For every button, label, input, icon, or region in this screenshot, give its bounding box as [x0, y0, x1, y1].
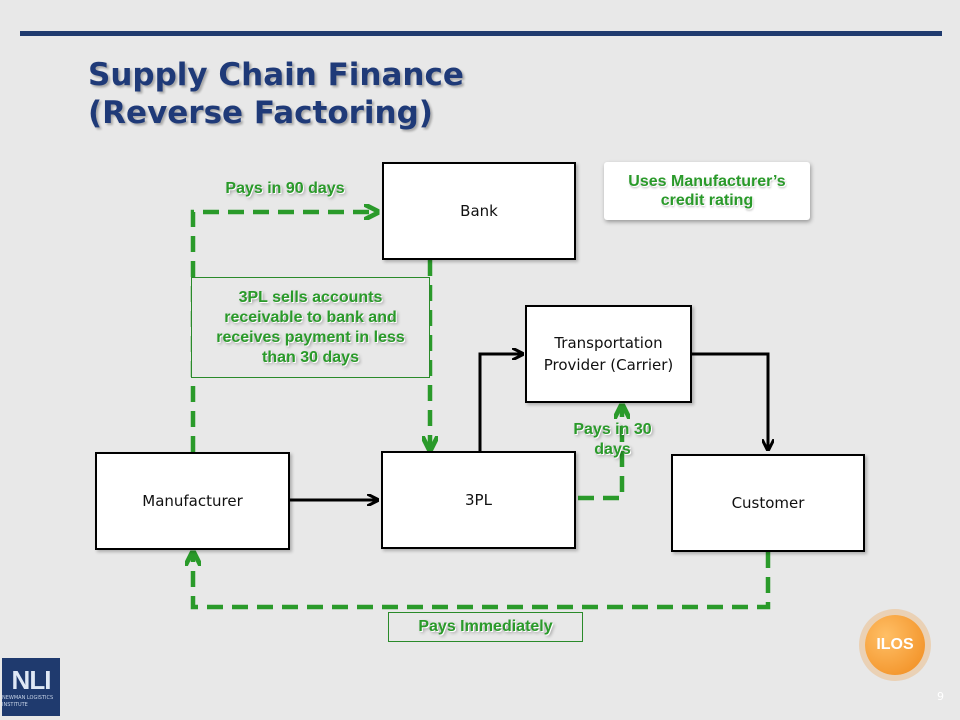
customer-node: Customer: [671, 454, 865, 552]
credit-rating-line-1: Uses Manufacturer’s: [628, 173, 786, 190]
nli-logo-text: NLI: [11, 665, 52, 695]
pays-30-line-2: days: [594, 441, 631, 458]
sells-receivables-line-4: than 30 days: [262, 348, 359, 366]
3pl-node: 3PL: [381, 451, 576, 549]
flow-customer-to-manufacturer: [193, 552, 771, 610]
sells-receivables-label: 3PL sells accounts receivable to bank an…: [191, 277, 430, 378]
ilos-logo: ILOS: [865, 615, 925, 675]
sells-receivables-text: 3PL sells accounts receivable to bank an…: [216, 288, 405, 368]
bank-label: Bank: [460, 202, 498, 220]
sells-receivables-line-2: receivable to bank and: [224, 308, 397, 326]
pays-90-label: Pays in 90 days: [225, 180, 345, 197]
flow-carrier-to-customer: [692, 352, 768, 450]
credit-rating-text: Uses Manufacturer’s credit rating: [628, 172, 785, 210]
flow-3pl-to-carrier: [578, 405, 622, 501]
pays-immediately-text: Pays Immediately: [418, 618, 553, 635]
pays-immediately-label: Pays Immediately: [388, 612, 583, 642]
manufacturer-node: Manufacturer: [95, 452, 290, 550]
nli-logo-subtext: NEWMAN LOGISTICS INSTITUTE: [2, 695, 54, 708]
bank-node: Bank: [382, 162, 576, 260]
nli-logo: NLI NEWMAN LOGISTICS INSTITUTE: [2, 658, 60, 716]
page-title: Supply Chain Finance (Reverse Factoring): [88, 56, 464, 132]
sells-receivables-line-1: 3PL sells accounts: [238, 288, 383, 306]
customer-label: Customer: [731, 494, 805, 512]
carrier-label-line-1: Transportation: [554, 334, 663, 352]
pays-30-label: Pays in 30 days: [555, 420, 670, 460]
credit-rating-line-2: credit rating: [660, 192, 754, 209]
flow-3pl-to-carrier-goods: [478, 354, 523, 451]
sells-receivables-line-3: receives payment in less: [216, 328, 405, 346]
carrier-node: Transportation Provider (Carrier): [525, 305, 692, 403]
carrier-label-line-2: Provider (Carrier): [543, 356, 674, 374]
ilos-logo-text: ILOS: [876, 636, 914, 653]
pays-30-line-1: Pays in 30: [573, 421, 652, 438]
credit-rating-callout: Uses Manufacturer’s credit rating: [604, 162, 810, 220]
title-line-2: (Reverse Factoring): [88, 95, 433, 131]
carrier-label: Transportation Provider (Carrier): [544, 332, 674, 376]
title-rule: [20, 31, 942, 36]
title-line-1: Supply Chain Finance: [88, 57, 464, 93]
3pl-label: 3PL: [465, 491, 492, 509]
manufacturer-label: Manufacturer: [142, 492, 243, 510]
page-number: 9: [937, 690, 944, 703]
